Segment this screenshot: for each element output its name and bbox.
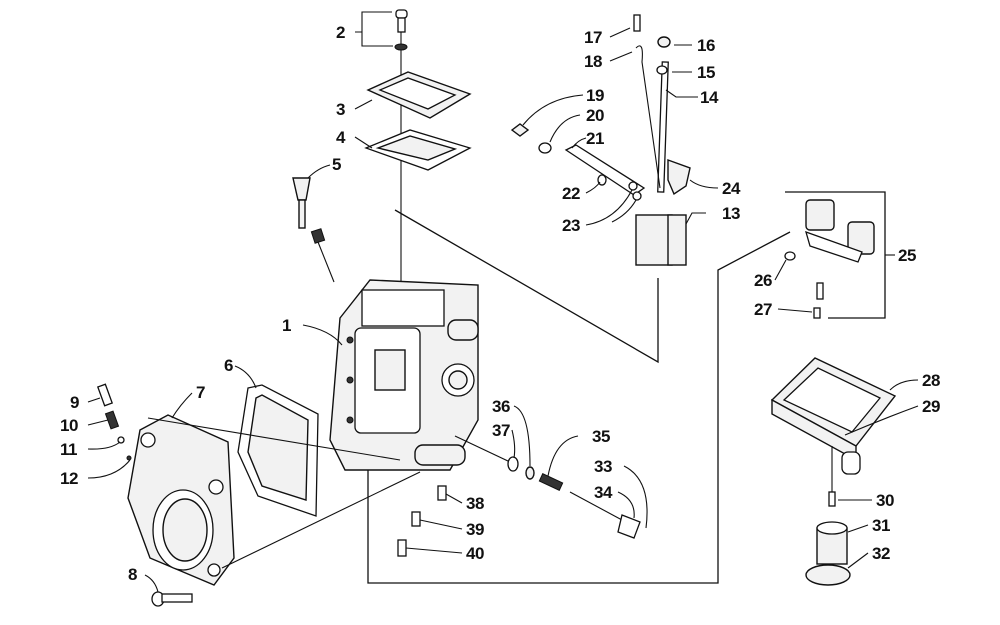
- screw-2-shaft: [397, 17, 406, 33]
- callout-38: 38: [466, 494, 484, 513]
- float-25a: [805, 199, 835, 231]
- screw-27: [813, 307, 821, 319]
- oring-37: [525, 466, 535, 480]
- callout-5: 5: [332, 155, 341, 174]
- callout-17: 17: [584, 28, 602, 47]
- callout-23: 23: [562, 216, 580, 235]
- callout-34: 34: [594, 483, 613, 502]
- callout-22: 22: [562, 184, 580, 203]
- callout-40: 40: [466, 544, 484, 563]
- callout-4: 4: [336, 128, 346, 147]
- part-13-left: [635, 214, 673, 266]
- callout-35: 35: [592, 427, 610, 446]
- callout-9: 9: [70, 393, 79, 412]
- leaders: [87, 11, 919, 593]
- callout-20: 20: [586, 106, 604, 125]
- callout-33: 33: [594, 457, 612, 476]
- callout-labels: 1 2 3 4 5 6 7 8 9 10 11 12 13 14 15 16 1…: [60, 23, 940, 584]
- part-13-right: [667, 214, 687, 266]
- lever-24: [667, 159, 691, 196]
- callout-14: 14: [700, 88, 719, 107]
- callout-12: 12: [60, 469, 78, 488]
- callout-7: 7: [196, 383, 205, 402]
- callout-32: 32: [872, 544, 890, 563]
- callout-10: 10: [60, 416, 78, 435]
- side-screw-set: [454, 435, 641, 539]
- callout-24: 24: [722, 179, 741, 198]
- screw-38: [437, 485, 447, 501]
- pin-26: [784, 251, 796, 261]
- gasket-4-inner: [375, 135, 458, 161]
- callout-27: 27: [754, 300, 772, 319]
- callout-21: 21: [586, 129, 604, 148]
- throttle-group: [510, 14, 691, 266]
- washer-2: [394, 43, 408, 51]
- rod-14: [657, 61, 669, 193]
- gasket-6: [237, 384, 319, 517]
- spring-35: [538, 473, 564, 491]
- callout-37: 37: [492, 421, 510, 440]
- parts-9-12: [96, 383, 132, 461]
- cap-32: [805, 564, 851, 586]
- float-bowl: [770, 357, 897, 504]
- screw-2: [395, 9, 408, 19]
- callout-15: 15: [697, 63, 715, 82]
- bowl-bottom: [805, 491, 851, 586]
- screw-33: [617, 514, 641, 539]
- callout-28: 28: [922, 371, 940, 390]
- callout-16: 16: [697, 36, 715, 55]
- housing-7: [127, 414, 421, 586]
- screw-30: [828, 491, 836, 507]
- nut-19: [510, 123, 530, 137]
- callout-26: 26: [754, 271, 772, 290]
- callout-6: 6: [224, 356, 233, 375]
- clip-16: [657, 36, 671, 48]
- washer-20: [538, 142, 552, 154]
- callout-1: 1: [282, 316, 291, 335]
- top-cover-group: [364, 9, 472, 290]
- cover-3-inner: [378, 77, 457, 110]
- washer-15: [656, 65, 668, 75]
- callout-25: 25: [898, 246, 916, 265]
- screw-17: [633, 14, 641, 32]
- part-5: [292, 177, 335, 283]
- callout-8: 8: [128, 565, 137, 584]
- screw-39: [411, 511, 421, 527]
- callout-39: 39: [466, 520, 484, 539]
- callout-11: 11: [60, 440, 77, 459]
- washer-36: [507, 456, 519, 472]
- ball-23a: [628, 181, 638, 191]
- ball-23b: [632, 191, 642, 201]
- callout-13: 13: [722, 204, 740, 223]
- callout-3: 3: [336, 100, 345, 119]
- callout-31: 31: [872, 516, 890, 535]
- float-arm-25: [805, 230, 863, 263]
- small-screws: [397, 485, 447, 557]
- screw-8: [151, 591, 193, 607]
- callout-19: 19: [586, 86, 604, 105]
- callout-2: 2: [336, 23, 345, 42]
- link-18: [635, 45, 661, 189]
- carb-body: [329, 279, 479, 471]
- screw-40: [397, 539, 407, 557]
- float-group: [784, 199, 875, 319]
- needle-25: [816, 282, 824, 300]
- callout-18: 18: [584, 52, 602, 71]
- callout-36: 36: [492, 397, 510, 416]
- callout-29: 29: [922, 397, 940, 416]
- callout-30: 30: [876, 491, 894, 510]
